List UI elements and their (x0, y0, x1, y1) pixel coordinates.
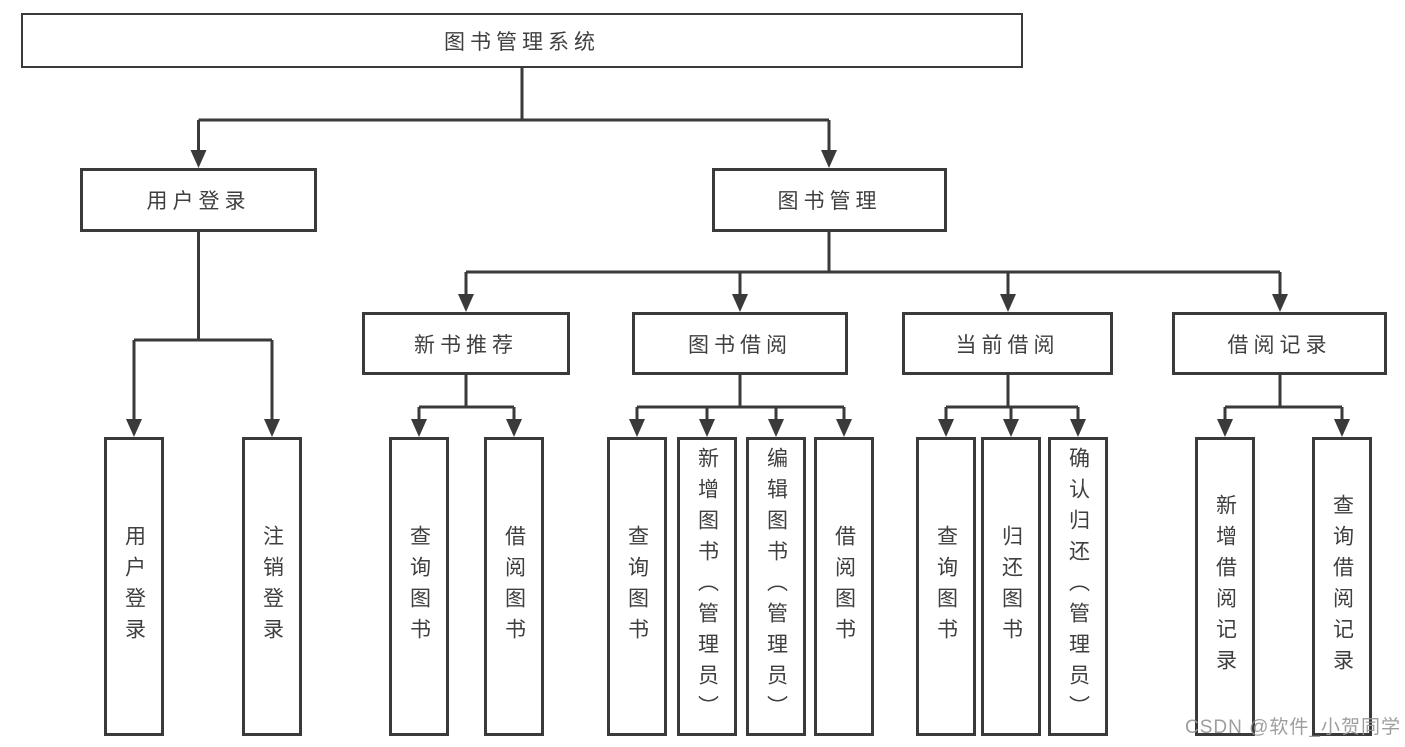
leaf-records-add-borrow-record: 新增借阅记录 (1195, 437, 1255, 736)
leaf-borrowing-borrow-books: 借阅图书 (814, 437, 874, 736)
leaf-user-login: 用户登录 (104, 437, 164, 736)
arrowhead-icons (126, 150, 1350, 437)
node-book-management: 图书管理 (712, 168, 947, 232)
node-book-borrowing: 图书借阅 (632, 312, 848, 375)
node-current-borrowing: 当前借阅 (902, 312, 1113, 375)
leaf-newbook-borrow-books: 借阅图书 (484, 437, 544, 736)
leaf-borrowing-query-books: 查询图书 (607, 437, 667, 736)
node-library-system: 图书管理系统 (21, 13, 1023, 68)
leaf-records-query-borrow-record: 查询借阅记录 (1312, 437, 1372, 736)
leaf-logout-login: 注销登录 (242, 437, 302, 736)
node-borrowing-records: 借阅记录 (1172, 312, 1387, 375)
node-user-login: 用户登录 (80, 168, 317, 232)
leaf-newbook-query-books: 查询图书 (389, 437, 449, 736)
node-new-book-recommendation: 新书推荐 (362, 312, 570, 375)
leaf-current-confirm-return-admin: 确认归还（管理员） (1048, 437, 1108, 736)
leaf-current-return-books: 归还图书 (981, 437, 1041, 736)
leaf-current-query-books: 查询图书 (916, 437, 976, 736)
leaf-borrowing-edit-books-admin: 编辑图书（管理员） (746, 437, 806, 736)
watermark-text: CSDN @软件_小贺同学 (1185, 717, 1401, 738)
leaf-borrowing-add-books-admin: 新增图书（管理员） (677, 437, 737, 736)
